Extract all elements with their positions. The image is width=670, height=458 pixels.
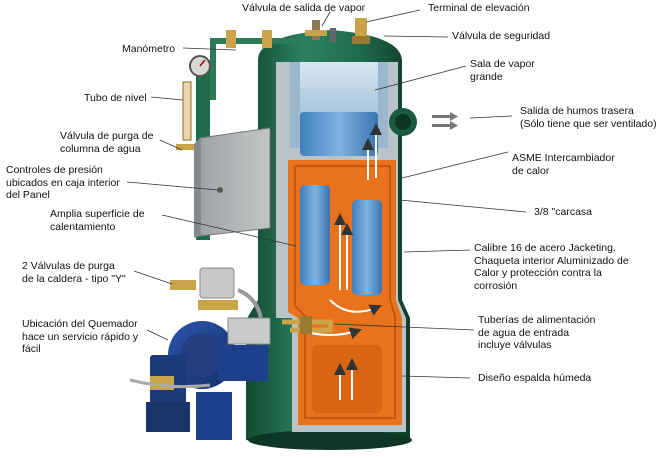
feedwater-piping <box>282 316 333 334</box>
label-espalda-humeda: Diseño espalda húmeda <box>478 372 592 384</box>
label-valvula-salida-vapor: Válvula de salida de vapor <box>242 2 366 14</box>
label-valvula-seguridad: Válvula de seguridad <box>452 30 551 42</box>
label-tuberias: Tuberías de alimentación de agua de entr… <box>478 314 596 351</box>
label-calibre: Calibre 16 de acero Jacketing. Chaqueta … <box>474 242 629 292</box>
label-valvulas-purga-caldera: 2 Válvulas de purga de la caldera - tipo… <box>22 260 126 285</box>
top-fittings <box>210 18 370 100</box>
label-sala-vapor: Sala de vapor grande <box>470 58 535 83</box>
label-valvula-purga-columna: Válvula de purga de columna de agua <box>60 130 154 155</box>
label-salida-humos: Salida de humos trasera (Sólo tiene que … <box>520 105 657 130</box>
rear-flue-outlet <box>389 108 458 136</box>
leader-lines <box>126 9 527 379</box>
label-asme: ASME Intercambiador de calor <box>512 152 615 177</box>
label-terminal-elevacion: Terminal de elevación <box>428 2 530 14</box>
label-controles-presion: Controles de presión ubicados en caja in… <box>6 164 120 201</box>
water-chamber-right <box>352 200 382 295</box>
control-panel <box>194 127 271 238</box>
label-carcasa: 3/8 "carcasa <box>534 206 593 218</box>
blowdown-valves <box>170 267 264 331</box>
label-tubo-nivel: Tubo de nivel <box>84 92 147 104</box>
cutaway-section <box>276 62 406 432</box>
water-space <box>300 112 378 156</box>
label-manometro: Manómetro <box>122 43 176 55</box>
label-quemador: Ubicación del Quemador hace un servicio … <box>22 318 139 355</box>
burner <box>129 317 271 440</box>
water-chamber-left <box>300 185 330 285</box>
level-tube-icon <box>182 81 192 141</box>
label-superficie-calentamiento: Amplia superficie de calentamiento <box>50 208 145 233</box>
combustion-chamber <box>312 345 382 413</box>
